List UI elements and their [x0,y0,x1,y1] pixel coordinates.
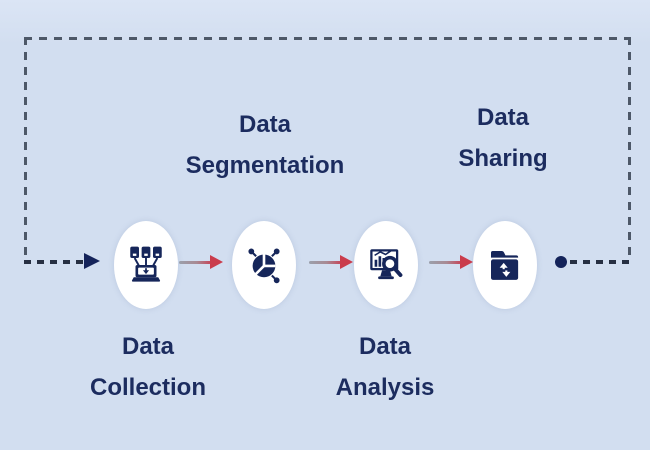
node-label-data-analysis: Data Analysis [280,326,490,408]
loop-exit-dot [555,256,567,268]
label-line: Analysis [335,374,435,401]
data-analysis-icon [370,249,403,280]
flow-arrow-3-shaft [429,261,461,264]
flow-arrow-1-head-icon [210,255,223,269]
label-line: Data [238,111,292,138]
flow-arrow-3-head-icon [460,255,473,269]
data-sharing-icon [491,251,519,280]
entry-arrowhead-icon [84,253,100,269]
label-line: Data [121,333,175,360]
data-collection-icon [130,246,162,282]
flow-arrow-2-head-icon [340,255,353,269]
node-data-analysis [354,221,418,309]
node-data-sharing [473,221,537,309]
flow-arrow-1-shaft [179,261,211,264]
loop-exit-line [570,260,630,264]
label-line: Collection [89,374,206,401]
label-line: Sharing [458,145,548,172]
loop-border-top [24,37,631,40]
node-label-data-segmentation: Data Segmentation [160,104,370,186]
loop-entry-line [24,260,84,264]
flow-arrow-2-shaft [309,261,341,264]
node-data-collection [114,221,178,309]
node-label-data-sharing: Data Sharing [398,97,608,179]
node-label-data-collection: Data Collection [43,326,253,408]
node-data-segmentation [232,221,296,309]
label-line: Data [476,104,530,131]
label-line: Data [358,333,412,360]
label-line: Segmentation [185,152,345,179]
loop-border-left [24,37,27,257]
loop-border-right [628,37,631,257]
data-segmentation-icon [248,248,280,284]
